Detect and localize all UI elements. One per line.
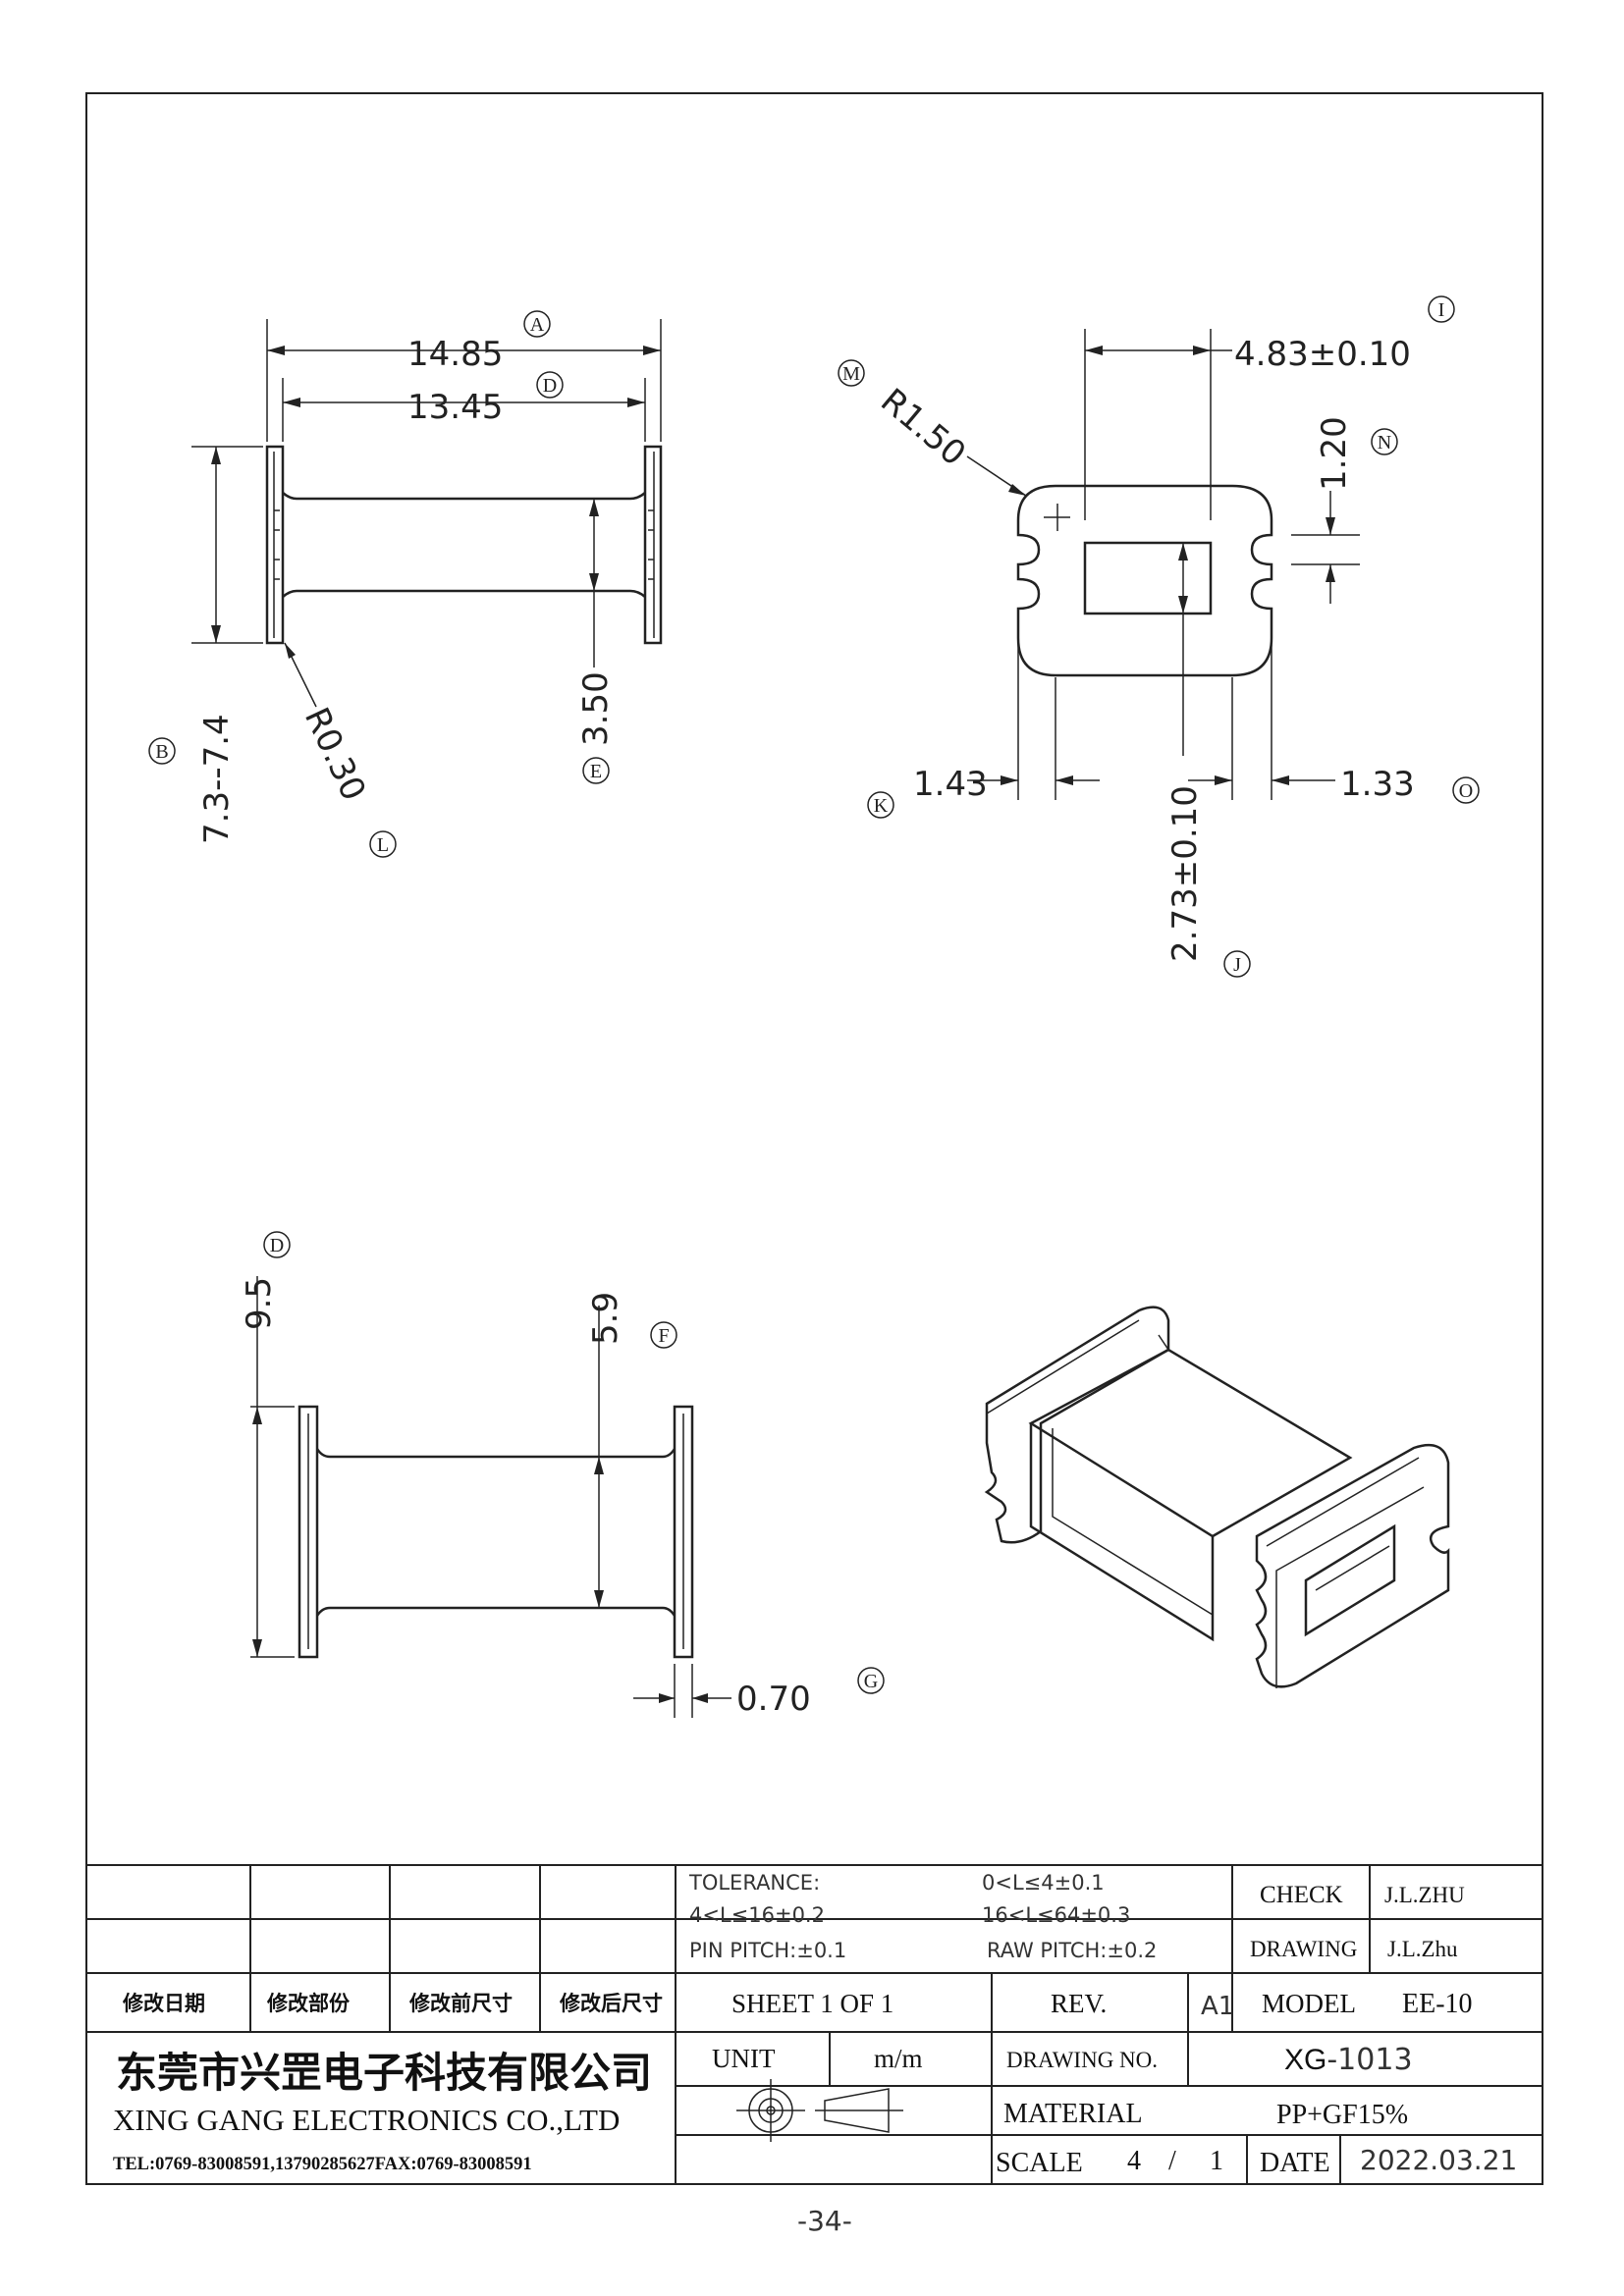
unit-label: UNIT [712,2044,776,2073]
rev-header-after: 修改后尺寸 [559,1992,663,2015]
dim-d-value: 13.45 [407,388,503,427]
title-block [86,1864,1543,2184]
dim-l-value: R0.30 [297,702,373,807]
raw-pitch: RAW PITCH:±0.2 [987,1939,1157,1962]
dim-k-value: 1.43 [913,765,988,804]
drawing-no-value: XG-1013 [1284,2043,1413,2077]
pin-pitch: PIN PITCH:±0.1 [689,1939,846,1962]
tolerance-1: 0<L≤4±0.1 [982,1871,1105,1895]
company-name-cn: 东莞市兴罡电子科技有限公司 [116,2051,652,2097]
company-name-en: XING GANG ELECTRONICS CO.,LTD [113,2103,620,2137]
callout-j: J [1233,954,1241,976]
callout-o: O [1459,780,1473,802]
date-label: DATE [1260,2148,1330,2178]
tolerance-label: TOLERANCE: [688,1871,820,1895]
drawing-no-label: DRAWING NO. [1006,2048,1158,2072]
callout-n: N [1378,432,1391,454]
dim-a-value: 14.85 [407,335,503,374]
dim-f-value: 5.9 [586,1292,625,1345]
dim-m-value: R1.50 [873,381,973,473]
page-number: -34- [797,2205,852,2237]
dim-b-value: 7.3--7.4 [197,714,237,844]
material-value: PP+GF15% [1276,2100,1408,2130]
isometric-view [984,1306,1450,1688]
callout-g: G [864,1671,878,1692]
rev-header-before: 修改前尺寸 [408,1992,513,2015]
callout-i: I [1438,299,1445,321]
unit-value: m/m [874,2044,923,2073]
dim-j-value: 2.73±0.10 [1165,785,1205,962]
callout-d: D [543,375,557,397]
rev-label: REV. [1051,1989,1107,2018]
scale-num: 4 [1127,2146,1141,2176]
callout-b: B [155,741,168,763]
company-contact: TEL:0769-83008591,13790285627FAX:0769-83… [113,2155,532,2174]
callout-e: E [590,761,602,782]
side-view [191,319,663,708]
rev-value: A1 [1201,1992,1234,2021]
sheet-border [85,92,1543,2185]
material-label: MATERIAL [1003,2099,1143,2129]
end-view [966,329,1360,800]
drawing-label: DRAWING [1250,1937,1357,1961]
tolerance-2: 4<L≤16±0.2 [689,1903,825,1927]
model-value: EE-10 [1402,1989,1473,2019]
callout-l: L [377,834,389,856]
date-value: 2022.03.21 [1360,2144,1517,2176]
callout-d2: D [270,1235,284,1256]
sheet-number: SHEET 1 OF 1 [731,1989,893,2018]
dim-g-value: 0.70 [736,1680,811,1719]
check-label: CHECK [1260,1882,1343,1908]
dim-d2-value: 9.5 [240,1277,279,1330]
callout-m: M [842,363,860,385]
scale-den: 1 [1210,2146,1223,2176]
dim-n-value: 1.20 [1315,416,1354,491]
dim-i-value: 4.83±0.10 [1234,335,1411,374]
rev-header-part: 修改部份 [266,1992,351,2015]
front-view [250,1276,731,1718]
model-label: MODEL [1262,1989,1356,2018]
drawing-value: J.L.Zhu [1387,1937,1458,1961]
callout-k: K [874,795,889,817]
dim-o-value: 1.33 [1340,765,1415,804]
rev-header-date: 修改日期 [122,1992,205,2015]
check-value: J.L.ZHU [1384,1883,1465,1907]
callout-f: F [658,1325,669,1347]
scale-label: SCALE [996,2148,1083,2178]
dim-e-value: 3.50 [576,671,616,746]
callout-a: A [530,314,545,336]
tolerance-3: 16<L≤64±0.3 [982,1903,1130,1927]
scale-sep: / [1168,2146,1176,2176]
